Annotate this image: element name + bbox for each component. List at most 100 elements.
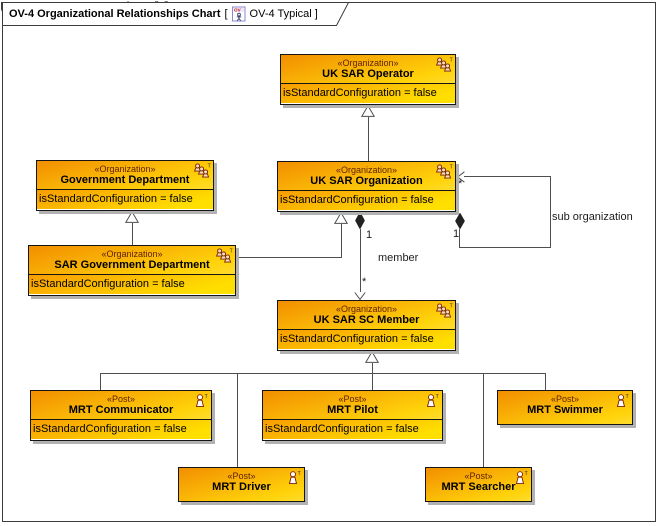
- node-header: «Organization» UK SAR SC Member T: [278, 301, 455, 329]
- svg-text:T: T: [208, 164, 211, 170]
- stereotype-label: «Post»: [464, 471, 493, 481]
- post-icon: T: [195, 394, 208, 408]
- post-icon: T: [616, 394, 629, 408]
- node-attribute: isStandardConfiguration = false: [278, 329, 455, 349]
- association-member[interactable]: [360, 229, 361, 292]
- node-name: SAR Government Department: [54, 259, 210, 271]
- composition-diamond-icon: [455, 213, 465, 229]
- generalization-sargov-to-govdept[interactable]: [132, 223, 133, 245]
- stereotype-label: «Organization»: [101, 249, 163, 259]
- organization-icon: T: [215, 248, 233, 263]
- node-name: UK SAR SC Member: [313, 314, 420, 326]
- multiplicity-label: 1: [366, 229, 373, 241]
- diagram-title: OV-4 Organizational Relationships Chart …: [9, 6, 318, 22]
- context-bracket-open: [: [224, 8, 228, 20]
- class-node-mrt-searcher[interactable]: «Post» MRT Searcher T: [425, 467, 532, 502]
- association-sub-organization[interactable]: [464, 176, 551, 177]
- node-header: «Post» MRT Searcher T: [426, 468, 531, 501]
- class-node-mrt-pilot[interactable]: «Post» MRT Pilot T isStandardConfigurati…: [262, 390, 443, 441]
- svg-text:T: T: [525, 471, 528, 477]
- class-node-mrt-driver[interactable]: «Post» MRT Driver T: [178, 467, 305, 502]
- node-name: UK SAR Organization: [310, 175, 423, 187]
- node-header: «Organization» SAR Government Department…: [29, 246, 235, 274]
- svg-text:T: T: [205, 394, 208, 400]
- svg-text:T: T: [230, 249, 233, 255]
- node-name: MRT Pilot: [327, 404, 378, 416]
- stereotype-label: «Post»: [338, 394, 367, 404]
- generalization-sargov-to-org[interactable]: [236, 257, 342, 258]
- class-node-government-department[interactable]: «Organization» Government Department T i…: [36, 160, 214, 211]
- composition-diamond-icon: [355, 212, 365, 229]
- node-name: MRT Swimmer: [527, 404, 603, 416]
- generalization-swimmer-to-member[interactable]: [545, 373, 546, 390]
- generalization-arrowhead-icon: [365, 351, 379, 363]
- class-node-uk-sar-sc-member[interactable]: «Organization» UK SAR SC Member T isStan…: [277, 300, 456, 351]
- node-attribute: isStandardConfiguration = false: [263, 419, 442, 439]
- stereotype-label: «Post»: [227, 471, 256, 481]
- diagram-name: OV-4 Organizational Relationships Chart: [9, 8, 221, 20]
- node-attribute: isStandardConfiguration = false: [278, 190, 455, 210]
- generalization-driver-to-member[interactable]: [237, 373, 238, 467]
- generalization-org-to-operator[interactable]: [368, 117, 369, 161]
- multiplicity-label: *: [362, 276, 367, 288]
- class-node-uk-sar-organization[interactable]: «Organization» UK SAR Organization T isS…: [277, 161, 456, 212]
- node-header: «Post» MRT Communicator T: [31, 391, 211, 419]
- open-arrowhead-icon: [354, 292, 366, 300]
- class-node-uk-sar-operator[interactable]: «Organization» UK SAR Operator T isStand…: [280, 54, 456, 105]
- stereotype-label: «Organization»: [335, 304, 398, 314]
- svg-text:OV: OV: [234, 8, 242, 13]
- role-label-member: member: [378, 252, 419, 264]
- svg-text:T: T: [450, 304, 453, 310]
- node-name: UK SAR Operator: [322, 68, 414, 80]
- organization-icon: T: [435, 303, 453, 318]
- generalization-arrowhead-icon: [361, 105, 375, 117]
- generalization-communicator-to-member[interactable]: [100, 373, 101, 390]
- context-bracket-close: ]: [314, 8, 318, 20]
- node-name: MRT Searcher: [441, 481, 516, 493]
- stereotype-label: «Organization»: [337, 58, 399, 68]
- node-attribute: isStandardConfiguration = false: [31, 419, 211, 439]
- node-header: «Post» MRT Driver T: [179, 468, 304, 501]
- svg-text:T: T: [450, 165, 453, 171]
- association-sub-organization[interactable]: [459, 229, 460, 247]
- diagram-title-tab[interactable]: [2, 2, 352, 27]
- node-header: «Post» MRT Swimmer T: [498, 391, 632, 424]
- stereotype-label: «Post»: [106, 394, 136, 404]
- diagram-context: OV-4 Typical: [249, 8, 312, 20]
- stereotype-label: «Organization»: [94, 164, 156, 174]
- generalization-arrowhead-icon: [125, 211, 139, 223]
- post-icon: T: [426, 394, 439, 408]
- generalization-sargov-to-org[interactable]: [341, 224, 342, 258]
- role-label-sub-organization: sub organization: [552, 211, 633, 223]
- node-name: MRT Communicator: [68, 404, 174, 416]
- multiplicity-label: 1: [453, 228, 460, 240]
- node-attribute: isStandardConfiguration = false: [281, 83, 455, 103]
- stereotype-label: «Post»: [550, 394, 580, 404]
- node-attribute: isStandardConfiguration = false: [37, 189, 213, 209]
- association-sub-organization[interactable]: [459, 247, 551, 248]
- organization-icon: T: [435, 57, 453, 72]
- node-header: «Organization» UK SAR Organization T: [278, 162, 455, 190]
- generalization-bus[interactable]: [100, 373, 546, 374]
- association-sub-organization[interactable]: [550, 176, 551, 248]
- node-name: MRT Driver: [212, 481, 271, 493]
- svg-text:T: T: [450, 58, 453, 64]
- stereotype-label: «Organization»: [335, 165, 398, 175]
- svg-text:T: T: [436, 394, 439, 400]
- post-icon: T: [288, 471, 301, 485]
- svg-text:T: T: [298, 471, 301, 477]
- generalization-pilot-to-member[interactable]: [372, 363, 373, 390]
- generalization-searcher-to-member[interactable]: [483, 373, 484, 467]
- node-attribute: isStandardConfiguration = false: [29, 274, 235, 294]
- node-header: «Organization» UK SAR Operator T: [281, 55, 455, 83]
- multiplicity-label: *: [458, 178, 463, 190]
- node-header: «Post» MRT Pilot T: [263, 391, 442, 419]
- class-node-sar-government-department[interactable]: «Organization» SAR Government Department…: [28, 245, 236, 296]
- class-node-mrt-swimmer[interactable]: «Post» MRT Swimmer T: [497, 390, 633, 425]
- class-node-mrt-communicator[interactable]: «Post» MRT Communicator T isStandardConf…: [30, 390, 212, 441]
- organization-icon: T: [193, 163, 211, 178]
- open-arrowhead-icon: [457, 171, 465, 183]
- ov4-diagram-icon: OV: [231, 6, 246, 22]
- organization-icon: T: [435, 164, 453, 179]
- post-icon: T: [515, 471, 528, 485]
